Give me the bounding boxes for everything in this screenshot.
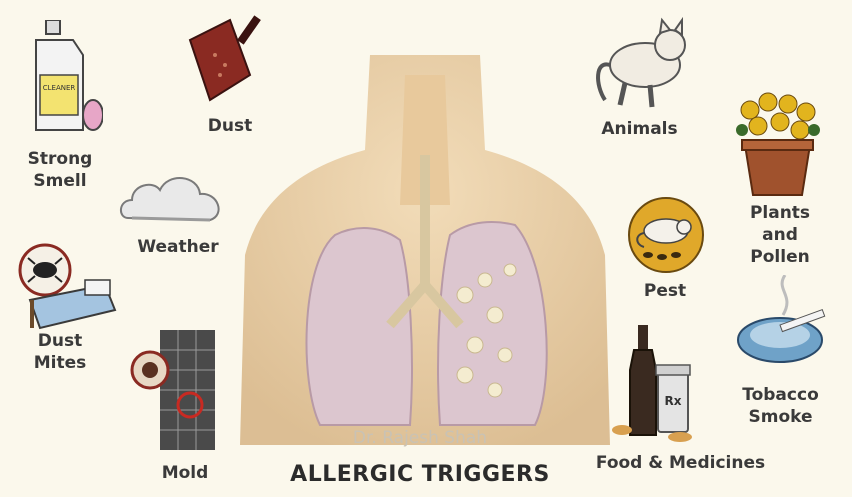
trigger-label-animals: Animals bbox=[592, 118, 687, 140]
trigger-label-tobacco-smoke: Tobacco Smoke bbox=[733, 384, 828, 428]
trigger-label-strong-smell: Strong Smell bbox=[20, 148, 100, 192]
trigger-label-dust-mites: Dust Mites bbox=[20, 330, 100, 374]
rat-icon bbox=[626, 195, 706, 275]
trigger-label-plants-pollen: Plants and Pollen bbox=[735, 202, 825, 268]
trigger-label-dust: Dust bbox=[195, 115, 265, 137]
mold-icon bbox=[128, 330, 218, 455]
trigger-label-mold: Mold bbox=[150, 462, 220, 484]
diagram-title: ALLERGIC TRIGGERS bbox=[270, 462, 570, 487]
dust-mite-bed-icon bbox=[10, 240, 120, 330]
flower-pot-icon bbox=[730, 90, 825, 200]
trigger-label-food-medicines: Food & Medicines bbox=[588, 452, 773, 474]
cat-icon bbox=[590, 15, 700, 115]
cleaner-bottle-icon: CLEANER bbox=[28, 20, 103, 140]
cloud-icon bbox=[118, 170, 228, 230]
svg-text:CLEANER: CLEANER bbox=[43, 84, 76, 92]
ashtray-icon bbox=[735, 275, 835, 370]
trigger-label-weather: Weather bbox=[128, 236, 228, 258]
torso-lungs-illustration bbox=[240, 55, 610, 445]
dustpan-icon bbox=[185, 15, 265, 105]
trigger-label-pest: Pest bbox=[625, 280, 705, 302]
watermark: Dr. Rajesh Shah bbox=[310, 428, 530, 448]
svg-text:Rx: Rx bbox=[665, 394, 682, 408]
food-medicine-icon: Rx bbox=[610, 325, 695, 445]
